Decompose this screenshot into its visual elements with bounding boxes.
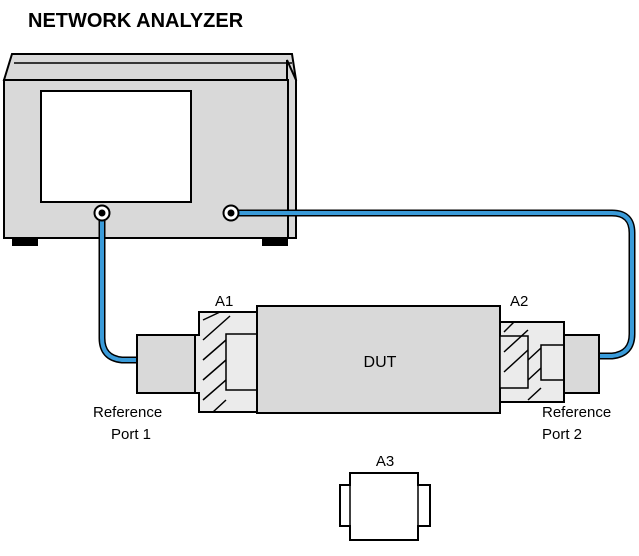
label-a1: A1 [215,293,233,310]
reference-port-2-block [563,334,600,394]
analyzer-foot-right [262,238,288,246]
port-connector-icon [93,204,111,222]
label-dut: DUT [364,354,397,371]
network-analyzer-instrument [2,53,298,246]
adapter-a3 [339,472,431,541]
analyzer-foot-left [12,238,38,246]
reference-port-1-block [136,334,200,394]
analyzer-top-face [2,53,298,81]
label-reference-port-2-line1: Reference [542,404,611,421]
adapter-a2 [499,321,565,403]
label-a3: A3 [376,453,394,470]
label-reference-port-1-line2: Port 1 [111,426,151,443]
label-a2: A2 [510,293,528,310]
label-reference-port-2-line2: Port 2 [542,426,582,443]
adapter-a1 [194,311,258,413]
label-reference-port-1-line1: Reference [93,404,162,421]
port-connector-icon [222,204,240,222]
dut-box [256,305,501,414]
analyzer-screen [40,90,192,203]
diagram-title: NETWORK ANALYZER [28,10,244,32]
